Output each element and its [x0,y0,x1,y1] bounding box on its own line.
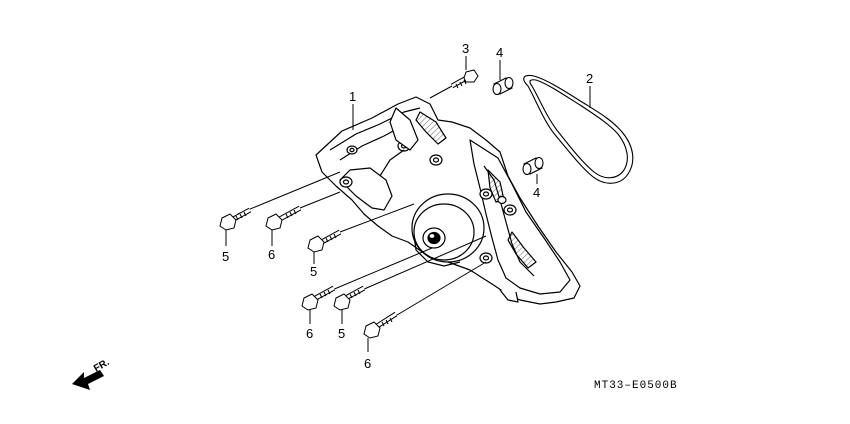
callout-5-left: 5 [222,249,229,264]
dowel-pin-upper [492,76,514,96]
pump-pulley [411,193,485,267]
front-direction-arrow-icon: FR. [72,357,112,390]
dowel-pin-lower [522,156,544,176]
callout-2: 2 [586,71,593,86]
callout-4-upper: 4 [496,45,503,60]
bolt-3 [429,69,479,99]
bolt-5-left [219,171,341,246]
bolt-6-bottom [363,261,487,352]
front-direction-label: FR. [92,357,112,375]
bolt-5-lower [333,235,487,324]
callout-6-lower-left: 6 [306,326,313,341]
bolt-6-left [265,191,341,246]
callout-5-middle: 5 [310,264,317,279]
callout-4-lower: 4 [533,185,540,200]
callout-3: 3 [462,41,469,56]
callout-6-bottom: 6 [364,356,371,371]
callout-1: 1 [349,89,356,104]
diagram-code: MT33–E0500B [594,380,678,392]
callout-5-lower: 5 [338,326,345,341]
gasket-o-ring [523,74,634,184]
bolt-5-middle [307,203,415,264]
bolt-6-lower-left [301,247,433,324]
leader-lines [352,56,591,184]
callout-6-left: 6 [268,247,275,262]
